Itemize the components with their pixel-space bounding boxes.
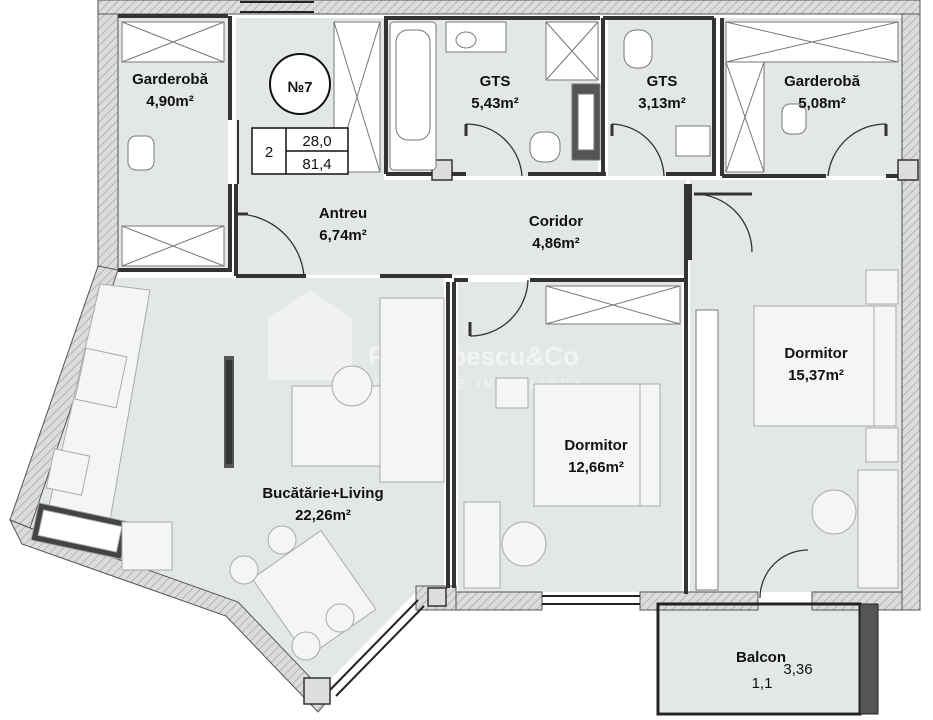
wall-right bbox=[901, 13, 921, 611]
room-area-antreu: 6,74m² bbox=[319, 227, 367, 244]
room-area-gts-2: 3,13m² bbox=[638, 95, 686, 112]
room-name-dormitor-middle: Dormitor bbox=[564, 437, 627, 454]
nightstand-right-2 bbox=[865, 427, 899, 463]
room-name-gts-2: GTS bbox=[647, 73, 678, 90]
window-living-inner bbox=[335, 605, 425, 697]
room-area-garderoba-left: 4,90m² bbox=[146, 93, 194, 110]
interior-walls bbox=[118, 14, 902, 594]
bed-dorm-right bbox=[753, 305, 881, 427]
apartment-number: №7 bbox=[287, 79, 312, 96]
closet-x6 bbox=[725, 21, 899, 63]
room-name-gts-1: GTS bbox=[480, 73, 511, 90]
chair-dorm-mid bbox=[501, 521, 547, 567]
balcony-railing bbox=[859, 603, 879, 715]
desk-dorm-mid bbox=[463, 501, 501, 589]
room-name-garderoba-right: Garderobă bbox=[784, 73, 861, 90]
desk-dorm-right bbox=[857, 469, 899, 589]
room-name-bucatarie-living: Bucătărie+Living bbox=[262, 485, 383, 502]
room-area-dormitor-middle: 12,66m² bbox=[568, 459, 624, 476]
sliding-door-living-inner bbox=[226, 360, 232, 464]
door-gts1-arc bbox=[465, 123, 523, 177]
fixture-garderoba-right bbox=[781, 103, 807, 135]
room-name-balcon: Balcon bbox=[736, 649, 786, 666]
nightstand-right-1 bbox=[865, 269, 899, 305]
closet-dorm-right bbox=[695, 309, 719, 591]
room-area-small-balcon: 3,36 bbox=[783, 661, 812, 678]
kitchen-stove bbox=[45, 448, 91, 496]
bed-dorm-mid-pillow bbox=[639, 383, 661, 507]
room-name-coridor: Coridor bbox=[529, 213, 583, 230]
post-3 bbox=[303, 677, 331, 705]
toilet-gts1 bbox=[529, 131, 561, 163]
door-antreu-arc bbox=[235, 213, 305, 277]
bathroom-fixtures bbox=[127, 21, 807, 171]
room-name-dormitor-right: Dormitor bbox=[784, 345, 847, 362]
chair-2 bbox=[229, 555, 259, 585]
closet-x4 bbox=[121, 225, 225, 267]
wall-posts bbox=[303, 159, 919, 705]
windows bbox=[240, 1, 640, 697]
chair-3 bbox=[325, 603, 355, 633]
room-area-bucatarie-living: 22,26m² bbox=[295, 507, 351, 524]
room-name-garderoba-left: Garderobă bbox=[132, 71, 209, 88]
kitchen-cabinet bbox=[121, 521, 173, 571]
closet-x12 bbox=[545, 285, 681, 325]
door-dorm-mid-arc bbox=[469, 279, 529, 337]
kitchen-sink bbox=[74, 347, 128, 409]
sink-gts1 bbox=[445, 21, 507, 53]
apartment-badge: №7 2 28,0 81,4 bbox=[251, 53, 349, 175]
floor-balcon bbox=[660, 606, 860, 712]
apartment-living-area: 28,0 bbox=[302, 133, 331, 150]
toilet-gts2 bbox=[623, 29, 653, 69]
closet-x2 bbox=[121, 21, 225, 63]
room-labels: Garderobă 4,90m² GTS 5,43m² GTS 3,13m² G… bbox=[132, 71, 861, 692]
window-living bbox=[329, 599, 419, 691]
chair-4 bbox=[291, 631, 321, 661]
floor-coridor bbox=[236, 180, 686, 275]
furniture bbox=[30, 269, 899, 661]
door-gts2-arc bbox=[611, 123, 665, 177]
balcony bbox=[656, 602, 879, 716]
door-balcon-arc bbox=[759, 549, 809, 599]
chair-dorm-right bbox=[811, 489, 857, 535]
sink-gts1-bowl bbox=[455, 31, 477, 49]
sofa bbox=[379, 297, 445, 483]
wall-bottom-middle bbox=[455, 591, 543, 611]
apartment-total-area: 81,4 bbox=[302, 156, 331, 173]
pouf bbox=[331, 365, 373, 407]
room-name-antreu: Antreu bbox=[319, 205, 367, 222]
post-2 bbox=[897, 159, 919, 181]
watermark-logo bbox=[268, 290, 352, 380]
room-area-garderoba-right: 5,08m² bbox=[798, 95, 846, 112]
apartment-rooms: 2 bbox=[265, 144, 273, 161]
wall-left-top bbox=[97, 0, 119, 271]
room-area-dormitor-right: 15,37m² bbox=[788, 367, 844, 384]
room-area-coridor: 4,86m² bbox=[532, 235, 580, 252]
closet-x8 bbox=[725, 61, 765, 173]
apartment-number-circle bbox=[269, 53, 331, 115]
wall-top bbox=[97, 0, 921, 15]
kitchen-island-top bbox=[37, 509, 123, 553]
wall-bottom-right-b bbox=[811, 591, 903, 611]
nightstand-mid-1 bbox=[495, 377, 529, 409]
room-area-gts-1: 5,43m² bbox=[471, 95, 519, 112]
bathtub-inner bbox=[395, 29, 431, 141]
room-area-balcon: 1,1 bbox=[752, 675, 773, 692]
toilet-garderoba-left bbox=[127, 135, 155, 171]
bed-dorm-mid bbox=[533, 383, 661, 507]
post-4 bbox=[427, 587, 447, 607]
doors bbox=[235, 120, 888, 599]
sink-gts2 bbox=[675, 125, 711, 157]
door-garderoba-right-arc bbox=[827, 123, 887, 177]
boiler-unit-panel bbox=[577, 93, 595, 151]
bed-dorm-right-pillow bbox=[873, 305, 897, 427]
chair-1 bbox=[267, 525, 297, 555]
shower-x2 bbox=[545, 21, 599, 81]
